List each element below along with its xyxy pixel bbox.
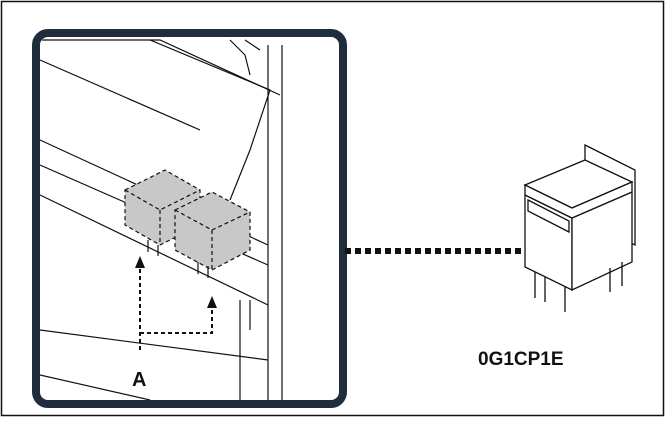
- leader-elbow: [140, 305, 213, 334]
- rail-lower: [40, 194, 269, 306]
- arrow-up-icon: [207, 296, 217, 308]
- callout-leader: [139, 265, 213, 350]
- appliance-unit-icon: [523, 143, 636, 312]
- model-code-label: 0G1CP1E: [478, 349, 564, 370]
- detail-inset: A: [32, 29, 347, 408]
- component-block-right: [174, 191, 251, 278]
- callout-letter: A: [132, 369, 146, 391]
- arrow-up-icon: [135, 256, 145, 268]
